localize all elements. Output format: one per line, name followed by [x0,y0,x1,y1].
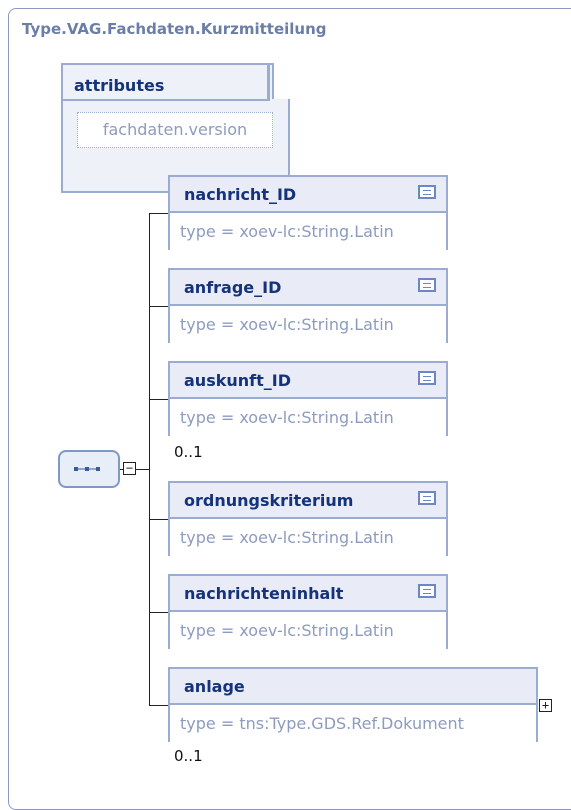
element-name: nachricht_ID [184,185,297,204]
plus-toggle-icon[interactable]: + [539,699,552,712]
documentation-icon [418,491,436,505]
element-name: auskunft_ID [184,371,291,390]
attributes-tab [272,63,292,99]
documentation-icon [418,584,436,598]
element-type-row: type = xoev-lc:String.Latin [170,610,446,649]
element-type: type = xoev-lc:String.Latin [180,621,394,640]
connector [136,469,149,470]
branch [149,399,168,400]
element-nachrichteninhalt[interactable]: nachrichteninhalt type = xoev-lc:String.… [168,574,448,649]
sequence-compositor[interactable] [58,450,120,488]
element-type-row: type = xoev-lc:String.Latin [170,211,446,250]
element-auskunft-id[interactable]: auskunft_ID type = xoev-lc:String.Latin [168,361,448,436]
documentation-icon [418,371,436,385]
element-type-row: type = xoev-lc:String.Latin [170,517,446,556]
element-type: type = xoev-lc:String.Latin [180,528,394,547]
sequence-spine [149,213,150,706]
branch [149,612,168,613]
attribute-fachdaten-version[interactable]: fachdaten.version [77,112,273,148]
documentation-icon [418,278,436,292]
element-anfrage-id[interactable]: anfrage_ID type = xoev-lc:String.Latin [168,268,448,343]
element-type: type = tns:Type.GDS.Ref.Dokument [180,714,464,733]
element-type: type = xoev-lc:String.Latin [180,222,394,241]
element-type-row: type = xoev-lc:String.Latin [170,397,446,436]
connector [120,469,123,470]
element-name: anlage [184,677,245,696]
branch [149,705,168,706]
element-nachricht-id[interactable]: nachricht_ID type = xoev-lc:String.Latin [168,175,448,250]
cardinality-label: 0..1 [174,747,203,765]
documentation-icon [418,185,436,199]
element-type-row: type = tns:Type.GDS.Ref.Dokument [170,703,536,742]
element-type: type = xoev-lc:String.Latin [180,315,394,334]
element-type: type = xoev-lc:String.Latin [180,408,394,427]
element-name: nachrichteninhalt [184,584,344,603]
branch [149,213,168,214]
branch [149,519,168,520]
attributes-title: attributes [74,76,165,95]
cardinality-label: 0..1 [174,443,203,461]
branch [149,306,168,307]
minus-toggle-icon[interactable]: − [123,462,136,475]
sequence-icon [74,467,100,471]
element-ordnungskriterium[interactable]: ordnungskriterium type = xoev-lc:String.… [168,481,448,556]
element-name: ordnungskriterium [184,491,354,510]
element-anlage[interactable]: anlage type = tns:Type.GDS.Ref.Dokument [168,667,538,742]
type-title: Type.VAG.Fachdaten.Kurzmitteilung [22,20,327,38]
element-name: anfrage_ID [184,278,282,297]
element-type-row: type = xoev-lc:String.Latin [170,304,446,343]
attributes-header [61,63,270,101]
